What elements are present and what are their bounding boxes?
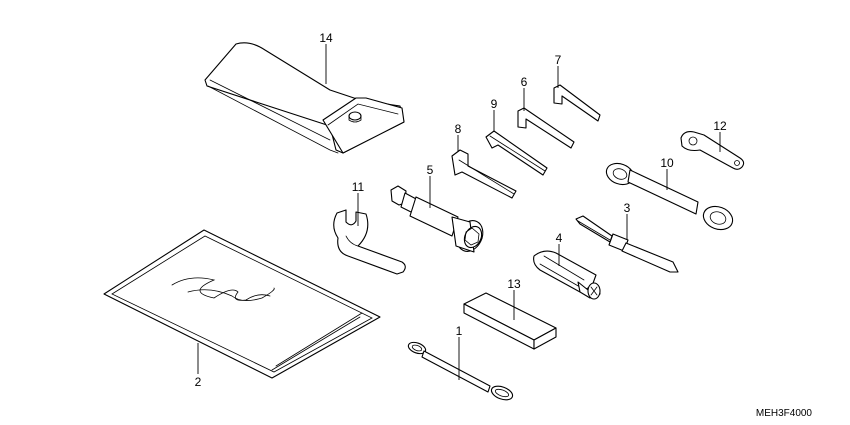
tool-bag-part-14 <box>204 42 405 154</box>
callout-labels: 14 7 6 9 8 12 10 5 11 3 4 13 1 2 <box>195 31 727 389</box>
reference-code: MEH3F4000 <box>756 408 813 419</box>
hex-key-part-8 <box>451 149 517 199</box>
callout-11: 11 <box>352 180 365 194</box>
ring-spanner-part-10 <box>605 162 734 231</box>
callout-7: 7 <box>555 53 562 67</box>
callout-6: 6 <box>521 75 528 89</box>
ring-wrench-part-12 <box>680 131 745 170</box>
callout-4: 4 <box>556 231 563 245</box>
callout-5: 5 <box>427 163 434 177</box>
document-folder-part-2 <box>103 229 381 379</box>
callout-14: 14 <box>319 31 333 45</box>
callout-8: 8 <box>455 122 462 136</box>
callout-13: 13 <box>507 277 521 291</box>
tube-part-13 <box>463 292 557 350</box>
screwdriver-bit-part-3 <box>575 215 679 273</box>
hex-key-part-9 <box>485 130 548 176</box>
callout-2: 2 <box>195 375 202 389</box>
hex-key-part-7 <box>553 84 601 122</box>
screwdriver-handle-part-4 <box>533 250 601 300</box>
callout-9: 9 <box>491 97 498 111</box>
hex-key-part-6 <box>517 107 575 149</box>
callout-1: 1 <box>456 324 463 338</box>
pin-spanner-part-11 <box>333 209 406 275</box>
leader-lines <box>197 44 721 380</box>
socket-wrench-part-5 <box>390 185 484 253</box>
callout-12: 12 <box>713 119 727 133</box>
handle-part-1 <box>407 341 514 401</box>
callout-3: 3 <box>624 201 631 215</box>
callout-10: 10 <box>660 156 674 170</box>
